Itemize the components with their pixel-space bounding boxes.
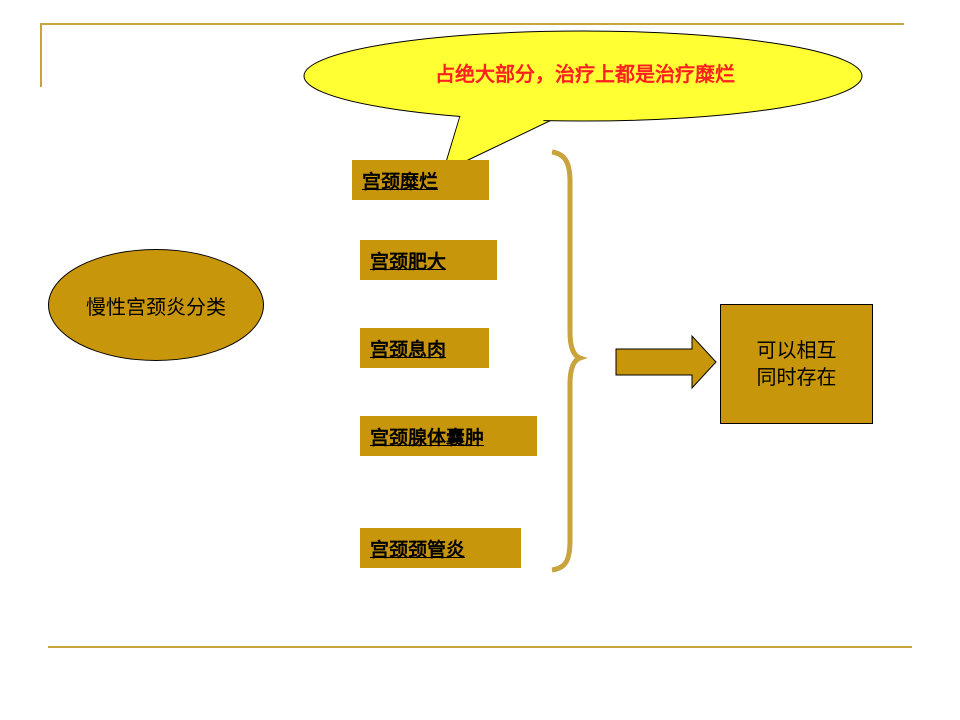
type-box-nabothian-cyst: 宫颈腺体囊肿 [360,416,537,456]
callout-ellipse [303,30,863,122]
top-rule [40,23,904,25]
category-label: 慢性宫颈炎分类 [86,294,226,319]
left-rule [40,23,42,87]
result-box: 可以相互 同时存在 [720,304,873,424]
category-ellipse: 慢性宫颈炎分类 [48,249,264,361]
right-arrow [615,334,717,390]
type-box-endocervicitis: 宫颈颈管炎 [360,528,521,568]
result-line-2: 同时存在 [756,365,837,389]
type-label: 宫颈糜烂 [362,170,439,193]
bottom-rule [48,646,912,648]
callout-tail-cover [445,114,557,168]
callout-text: 占绝大部分，治疗上都是治疗糜烂 [435,62,735,86]
type-box-erosion: 宫颈糜烂 [352,160,489,200]
type-box-polyp: 宫颈息肉 [360,328,489,368]
result-line-1: 可以相互 [756,338,837,362]
type-label: 宫颈肥大 [370,250,447,273]
curly-brace [551,149,588,573]
type-label: 宫颈颈管炎 [370,538,466,561]
type-label: 宫颈息肉 [370,338,447,361]
type-box-hypertrophy: 宫颈肥大 [360,240,497,280]
type-label: 宫颈腺体囊肿 [370,426,485,449]
